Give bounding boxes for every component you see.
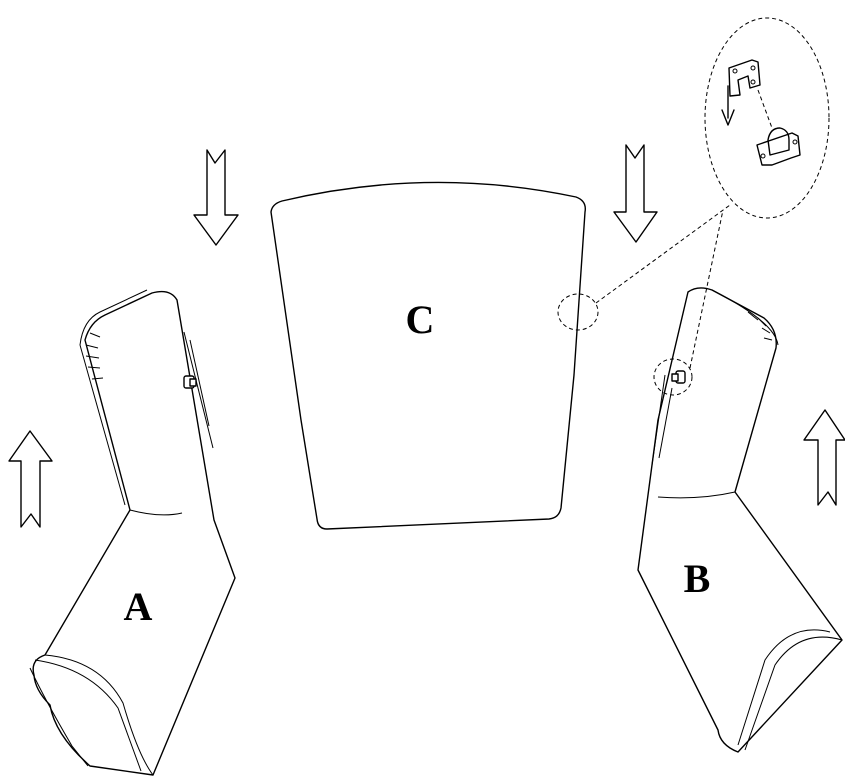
detail-callouts — [557, 17, 830, 396]
part-b-armrest — [637, 287, 843, 753]
arrow-up-right — [803, 409, 845, 506]
part-c-panel — [270, 181, 586, 530]
label-c: C — [406, 297, 435, 342]
label-a: A — [124, 584, 153, 629]
part-a-armrest — [29, 289, 236, 776]
arrow-down-right — [613, 144, 658, 243]
arrow-down-left — [193, 149, 239, 246]
label-b: B — [684, 556, 711, 601]
mounting-bracket-detail-icon — [721, 59, 801, 166]
arrow-up-left — [8, 430, 53, 528]
